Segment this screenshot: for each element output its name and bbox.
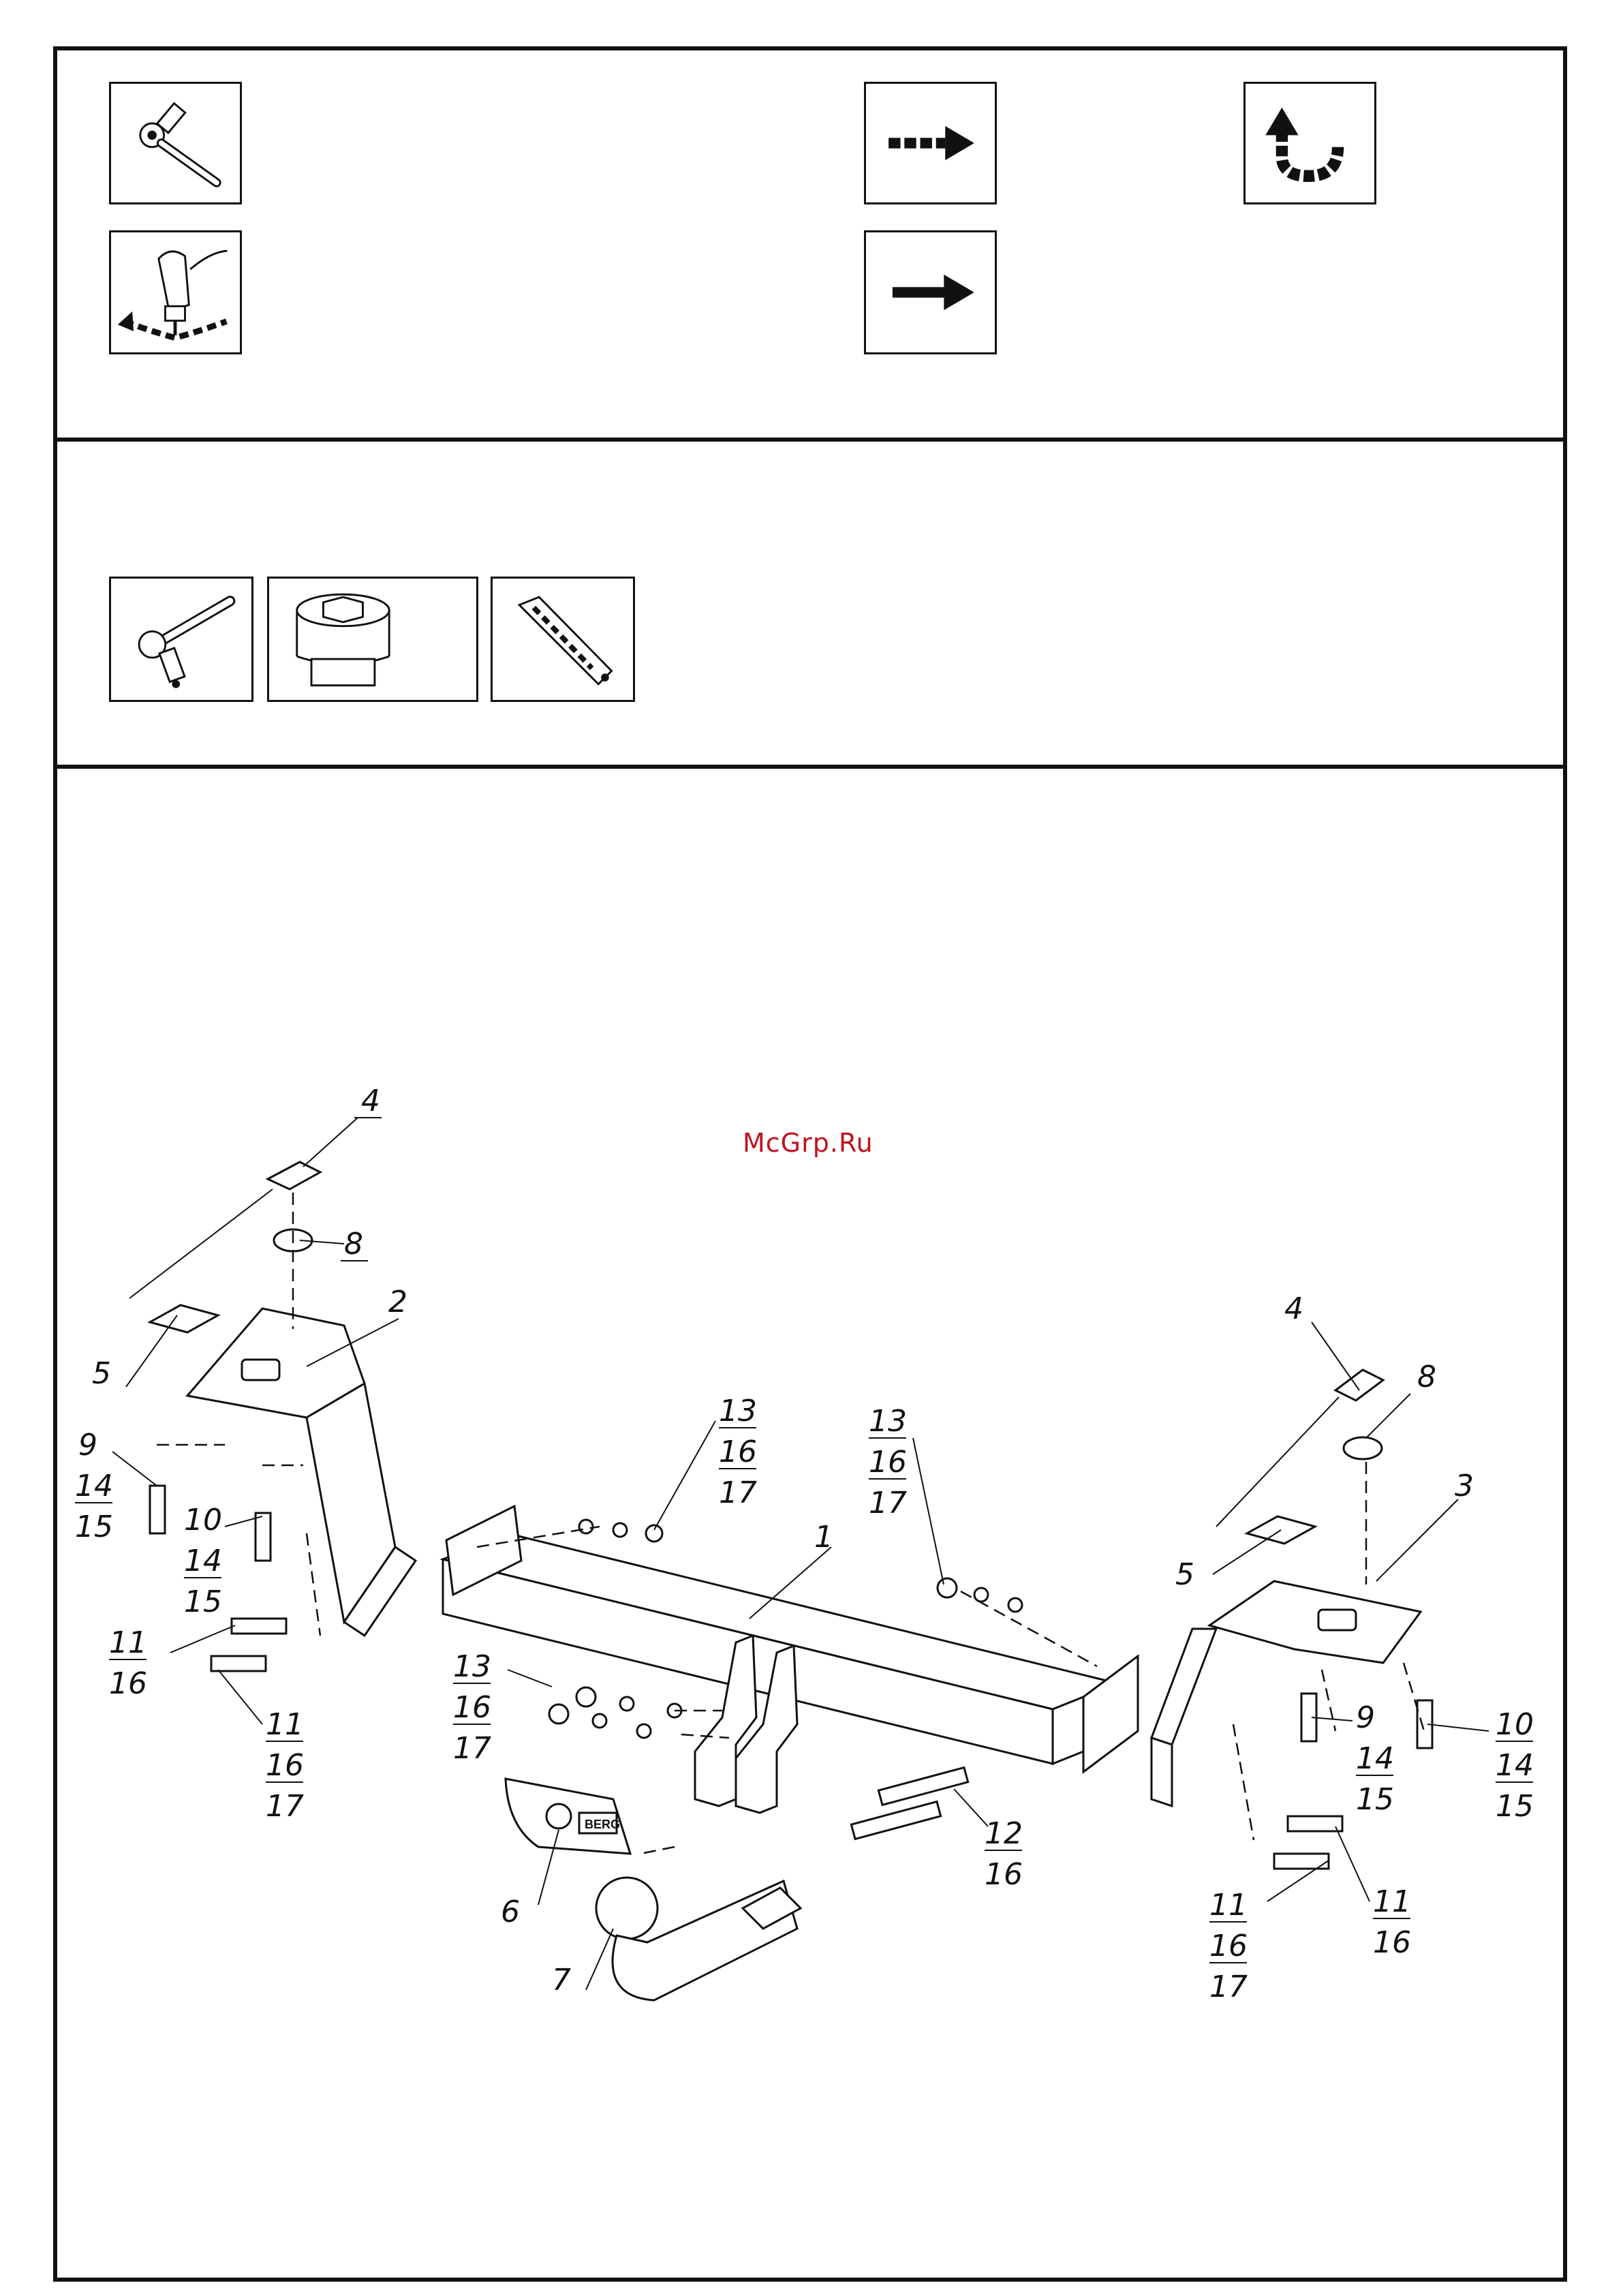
label-part-14: 14: [1356, 1741, 1394, 1776]
label-part-8: 8: [1417, 1360, 1436, 1394]
label-part-16: 16: [109, 1666, 147, 1701]
label-part-5: 5: [1175, 1557, 1194, 1592]
label-part-16: 16: [719, 1435, 757, 1469]
label-part-10: 10: [1496, 1707, 1534, 1742]
spacer-right: [1344, 1437, 1382, 1459]
label-part-16: 16: [985, 1857, 1023, 1892]
label-part-9: 9: [78, 1428, 97, 1463]
label-part-15: 15: [75, 1510, 113, 1544]
label-part-16: 16: [869, 1445, 907, 1480]
label-part-17: 17: [869, 1486, 907, 1520]
socket-plate-part-6: BERG: [506, 1779, 630, 1854]
label-part-9: 9: [1356, 1700, 1375, 1735]
label-part-2: 2: [388, 1285, 407, 1319]
label-part-14: 14: [75, 1469, 113, 1503]
label-part-13: 13: [453, 1649, 491, 1684]
label-part-15: 15: [1356, 1782, 1394, 1817]
label-part-1: 1: [814, 1520, 833, 1555]
label-part-7: 7: [552, 1963, 571, 1997]
label-part-16: 16: [1373, 1925, 1411, 1960]
label-part-5: 5: [92, 1356, 111, 1391]
label-part-14: 14: [1496, 1748, 1534, 1783]
label-part-11: 11: [1373, 1884, 1411, 1919]
label-part-10: 10: [184, 1503, 222, 1537]
label-part-16: 16: [266, 1748, 304, 1783]
socket-brand-label: BERG: [585, 1818, 620, 1831]
label-part-14: 14: [184, 1544, 222, 1578]
label-part-6: 6: [501, 1895, 520, 1929]
label-part-16: 16: [1209, 1929, 1248, 1963]
label-part-17: 17: [266, 1789, 304, 1824]
label-part-13: 13: [719, 1394, 757, 1428]
label-part-3: 3: [1455, 1469, 1474, 1503]
label-part-17: 17: [1209, 1970, 1248, 2004]
label-part-15: 15: [1496, 1789, 1534, 1824]
label-part-11: 11: [109, 1625, 147, 1660]
label-part-13: 13: [869, 1404, 907, 1439]
label-part-11: 11: [1209, 1888, 1248, 1923]
tow-ball-part-7: [596, 1878, 801, 2000]
label-part-17: 17: [719, 1475, 757, 1510]
label-part-16: 16: [453, 1690, 491, 1725]
label-part-4: 4: [361, 1084, 380, 1118]
label-part-17: 17: [453, 1731, 491, 1766]
label-part-11: 11: [266, 1707, 304, 1742]
label-part-8: 8: [344, 1227, 363, 1261]
label-part-15: 15: [184, 1585, 222, 1619]
label-part-12: 12: [985, 1816, 1023, 1851]
label-part-4: 4: [1284, 1291, 1303, 1326]
